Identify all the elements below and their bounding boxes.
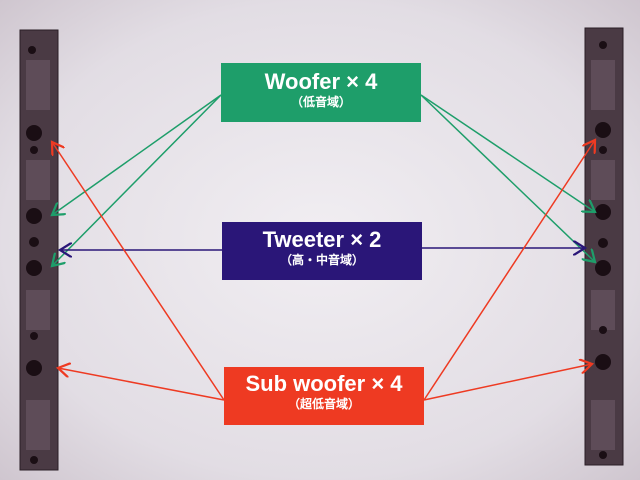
left-speaker	[19, 29, 59, 471]
woofer-arrow	[52, 94, 222, 215]
subwoofer-subtitle: （超低音域）	[287, 397, 360, 411]
woofer-label-box: Woofer × 4 （低音域）	[221, 63, 421, 122]
woofer-arrow	[420, 94, 595, 212]
tweeter-subtitle: （高・中音域）	[279, 253, 364, 267]
subwoofer-arrow	[52, 142, 225, 401]
subwoofer-arrow	[423, 364, 592, 401]
subwoofer-label-box: Sub woofer × 4 （超低音域）	[224, 367, 424, 425]
subwoofer-title: Sub woofer × 4	[245, 371, 403, 396]
tweeter-title: Tweeter × 2	[262, 227, 382, 252]
right-speaker	[584, 27, 624, 466]
woofer-arrow	[420, 94, 595, 262]
woofer-arrow	[52, 94, 222, 266]
subwoofer-arrow	[423, 140, 595, 401]
subwoofer-arrow	[58, 368, 225, 401]
tweeter-label-box: Tweeter × 2 （高・中音域）	[222, 222, 422, 280]
woofer-subtitle: （低音域）	[290, 95, 351, 109]
woofer-title: Woofer × 4	[264, 69, 378, 94]
